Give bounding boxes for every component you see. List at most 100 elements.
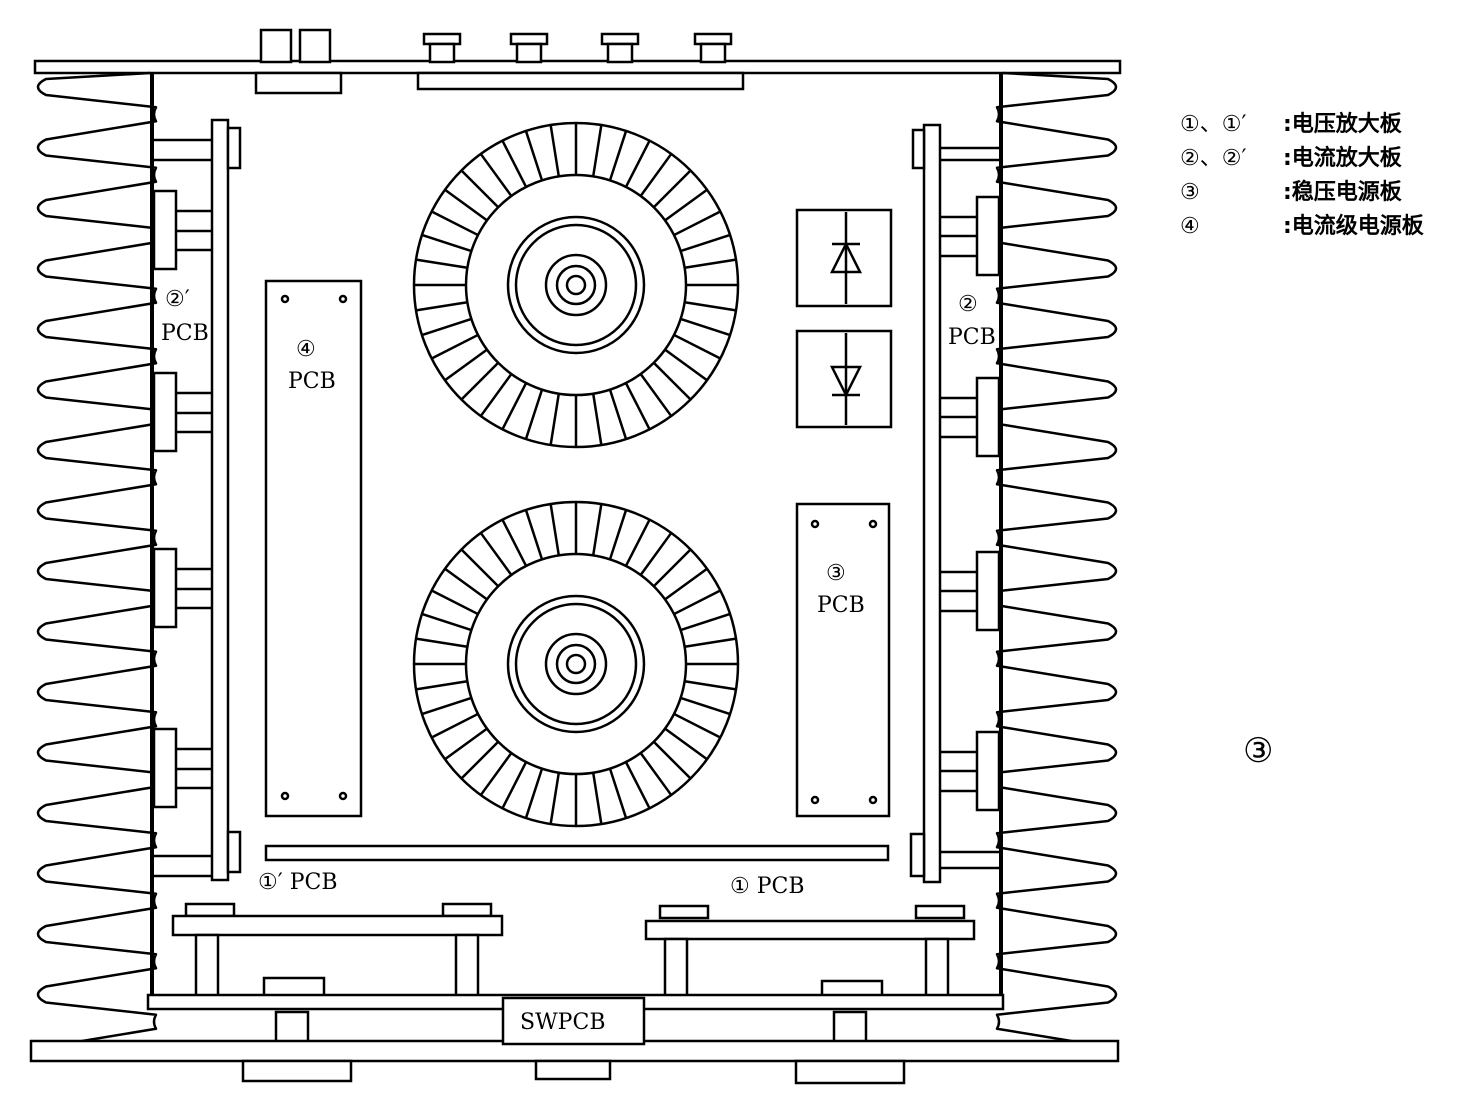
- winding-segment: [501, 382, 528, 430]
- winding-segment: [444, 348, 488, 382]
- label-pcb4-pcb: PCB: [288, 369, 336, 394]
- winding-segment: [460, 548, 500, 588]
- transformer-ring: [514, 223, 638, 347]
- winding-segment: [421, 233, 472, 253]
- label-pcb2-pcb: PCB: [948, 325, 996, 350]
- winding-segment: [460, 169, 500, 209]
- legend: ①、①′ :电压放大板 ②、②′ :电流放大板 ③ :稳压电源板 ④ :电流级电…: [1180, 111, 1425, 239]
- legend-item: ③ :稳压电源板: [1180, 179, 1403, 205]
- legend-key: ④: [1180, 214, 1200, 239]
- winding-segment: [639, 153, 673, 197]
- winding-segment: [673, 210, 721, 237]
- winding-segment: [608, 389, 628, 440]
- legend-item: ②、②′ :电流放大板: [1180, 145, 1403, 171]
- label-pcb1-prime: ①′ PCB: [258, 870, 338, 895]
- pcb-1-strip: [264, 844, 890, 862]
- figure-number: ③: [1243, 731, 1273, 771]
- winding-segment: [460, 740, 500, 780]
- winding-segment: [431, 333, 479, 360]
- winding-segment: [624, 761, 651, 809]
- winding-segment: [639, 532, 673, 576]
- transformer-ring: [565, 274, 587, 296]
- winding-segment: [524, 389, 544, 440]
- winding-segment: [444, 188, 488, 222]
- bridge-rectifier-bottom: [795, 329, 893, 429]
- power-transistor: [940, 195, 1001, 277]
- power-transistor: [152, 189, 212, 271]
- legend-key: ②、②′: [1180, 146, 1246, 171]
- winding-segment: [664, 567, 708, 601]
- winding-segment: [652, 361, 692, 401]
- legend-key: ①、①′: [1180, 112, 1246, 137]
- transformer-ring: [506, 215, 646, 355]
- transformer-ring: [464, 173, 688, 397]
- knob: [693, 32, 733, 64]
- winding-segment: [479, 532, 513, 576]
- winding-segment: [684, 637, 737, 649]
- winding-segment: [664, 348, 708, 382]
- winding-segment: [591, 393, 603, 446]
- right-wall: [999, 73, 1003, 995]
- transformer-ring: [544, 632, 608, 696]
- label-pcb2-prime-pcb: PCB: [161, 321, 209, 346]
- bottom-chassis: [29, 993, 1120, 1085]
- bracket-right: [644, 904, 976, 999]
- winding-segment: [415, 679, 468, 691]
- legend-item: ④ :电流级电源板: [1180, 213, 1425, 239]
- label-pcb4-num: ④: [296, 337, 316, 362]
- winding-segment: [524, 130, 544, 181]
- winding-segment: [549, 393, 561, 446]
- winding-segment: [652, 740, 692, 780]
- winding-segment: [608, 768, 628, 819]
- power-transistor: [152, 547, 212, 629]
- winding-segment: [415, 637, 468, 649]
- label-pcb1: ① PCB: [730, 874, 805, 899]
- winding-segment: [684, 679, 737, 691]
- toroidal-transformer-top: [412, 121, 740, 449]
- top-panel: [33, 28, 1122, 95]
- legend-desc: :电流放大板: [1283, 145, 1403, 171]
- left-wall: [150, 73, 154, 995]
- winding-segment: [624, 140, 651, 188]
- winding-segment: [501, 761, 528, 809]
- transformer-ring: [544, 253, 608, 317]
- swpcb-board: [501, 996, 646, 1046]
- legend-desc: :电压放大板: [1283, 111, 1403, 137]
- label-pcb3-num: ③: [826, 561, 846, 586]
- pcb-4-board: [264, 279, 363, 818]
- legend-item: ①、①′ :电压放大板: [1180, 111, 1403, 137]
- pcb-2-prime-left: [152, 118, 242, 882]
- connector-top: [298, 28, 332, 64]
- winding-segment: [479, 153, 513, 197]
- winding-segment: [652, 169, 692, 209]
- winding-segment: [549, 124, 561, 177]
- knob: [509, 32, 549, 64]
- winding-segment: [680, 317, 731, 337]
- pcb-3-board: [795, 502, 891, 818]
- winding-segment: [501, 140, 528, 188]
- knob: [600, 32, 640, 64]
- winding-segment: [673, 589, 721, 616]
- pcb-2-right: [909, 123, 1001, 884]
- label-pcb2-num: ②: [958, 292, 978, 317]
- label-pcb2-prime-num: ②′: [165, 287, 190, 312]
- winding-segment: [501, 519, 528, 567]
- power-transistor: [940, 376, 1001, 458]
- power-transistor: [152, 727, 212, 809]
- winding-segment: [421, 612, 472, 632]
- winding-segment: [431, 589, 479, 616]
- winding-segment: [479, 373, 513, 417]
- winding-segment: [591, 772, 603, 825]
- legend-desc: :稳压电源板: [1283, 179, 1403, 205]
- winding-segment: [608, 509, 628, 560]
- winding-segment: [673, 333, 721, 360]
- toroidal-transformer-bottom: [412, 500, 740, 828]
- winding-segment: [680, 696, 731, 716]
- winding-segment: [684, 300, 737, 312]
- power-transistor: [940, 550, 1001, 632]
- knob: [422, 32, 462, 64]
- bracket-left: [171, 902, 504, 999]
- winding-segment: [639, 752, 673, 796]
- winding-segment: [664, 727, 708, 761]
